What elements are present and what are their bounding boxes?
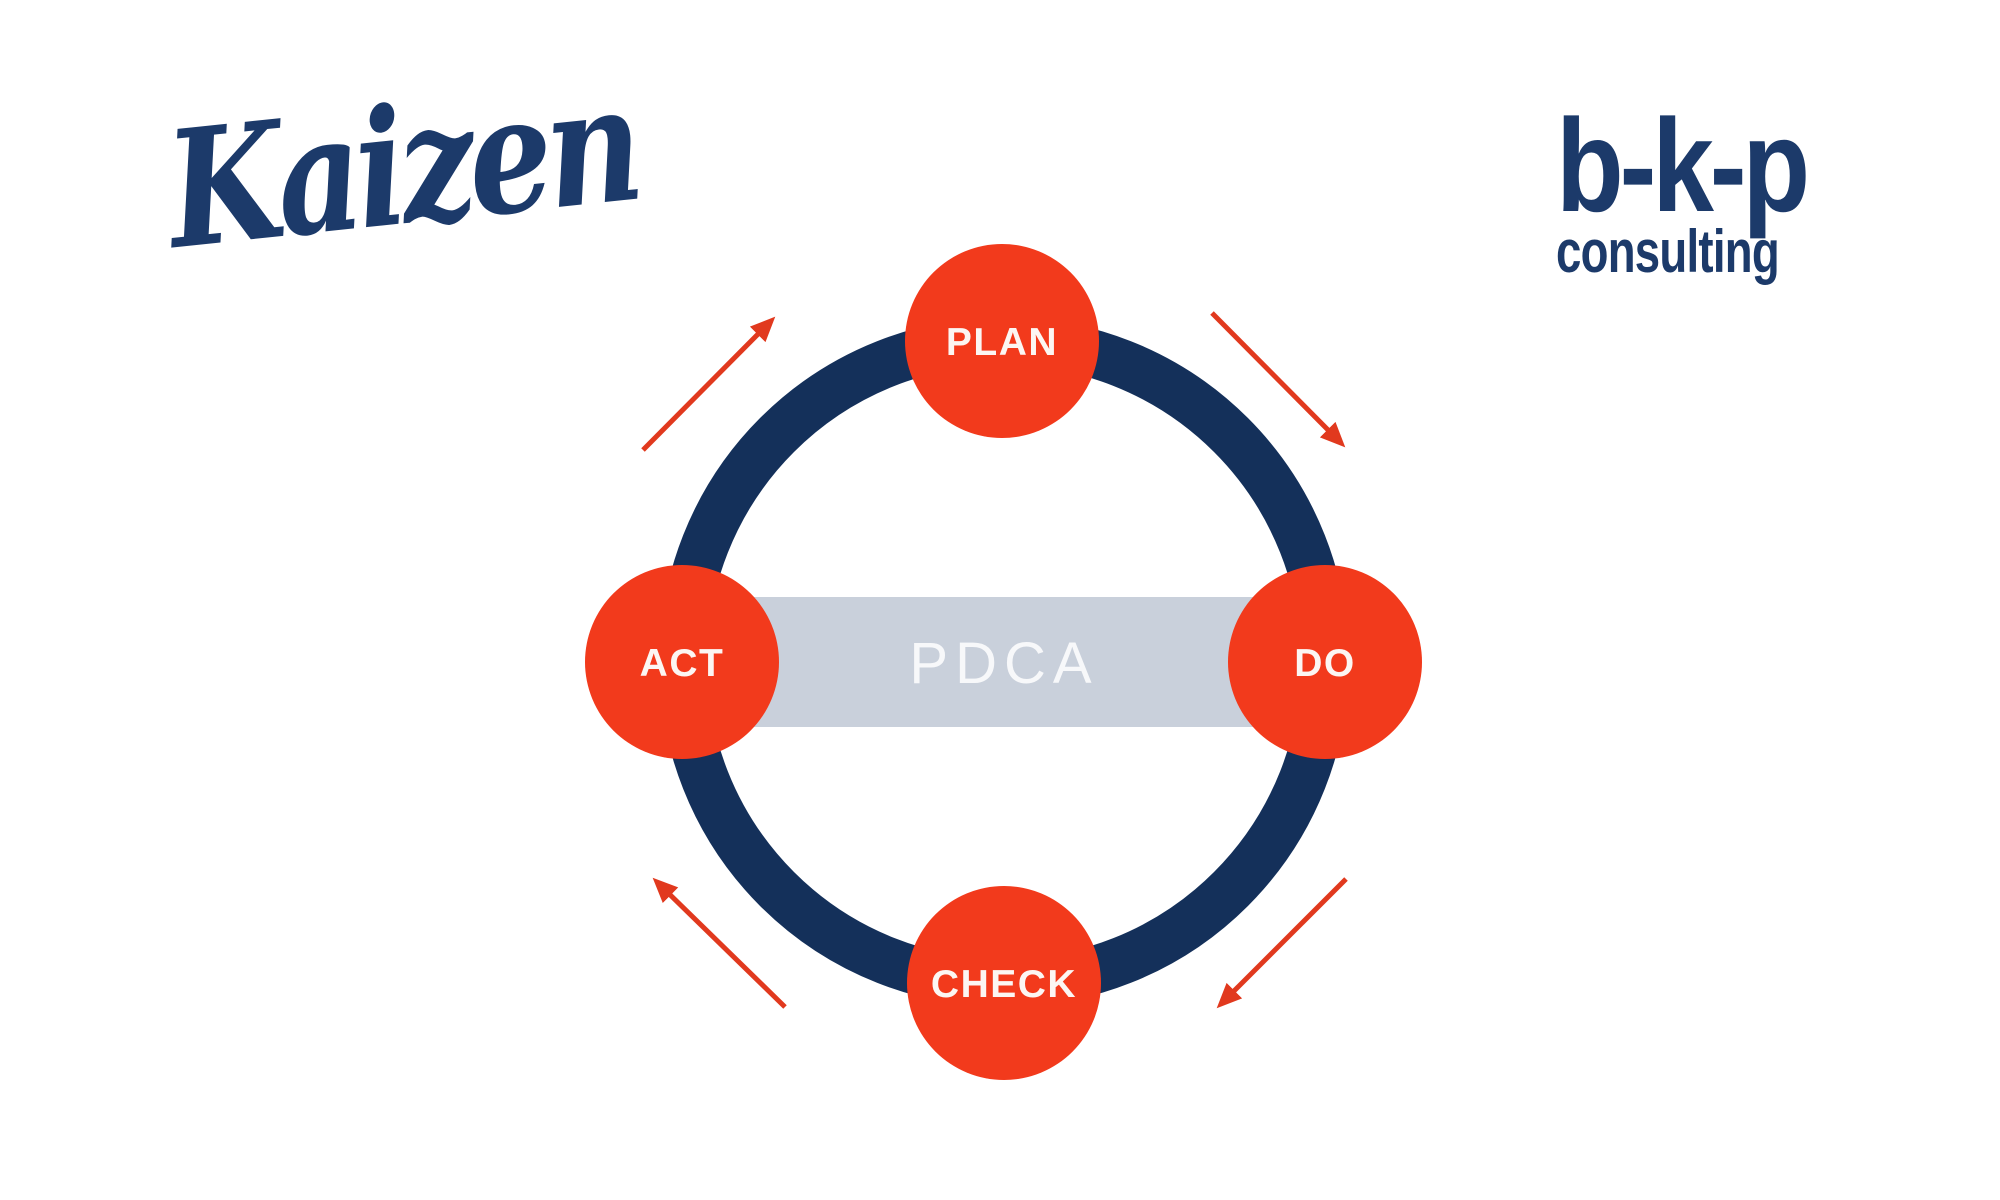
arrow-plan-to-do <box>1210 311 1346 448</box>
node-plan: PLAN <box>905 244 1099 438</box>
bkp-logo-subtitle: consulting <box>1556 218 1780 285</box>
arrow-check-to-act <box>652 877 787 1009</box>
check-label: CHECK <box>931 963 1077 1006</box>
bkp-logo-wordmark: b-k-p <box>1556 92 1810 239</box>
node-do: DO <box>1228 565 1422 759</box>
act-label: ACT <box>640 642 725 685</box>
node-check: CHECK <box>907 886 1101 1080</box>
plan-circle <box>905 244 1099 438</box>
pdca-center-label: PDCA <box>909 631 1098 696</box>
arrow-act-to-plan <box>641 316 776 452</box>
bkp-consulting-logo: b-k-p consulting <box>1556 100 1854 282</box>
pdca-center-band <box>686 597 1326 727</box>
node-act: ACT <box>585 565 779 759</box>
act-circle <box>585 565 779 759</box>
plan-label: PLAN <box>946 321 1058 364</box>
do-label: DO <box>1294 642 1356 685</box>
check-circle <box>907 886 1101 1080</box>
arrow-do-to-check <box>1216 877 1348 1009</box>
do-circle <box>1228 565 1422 759</box>
